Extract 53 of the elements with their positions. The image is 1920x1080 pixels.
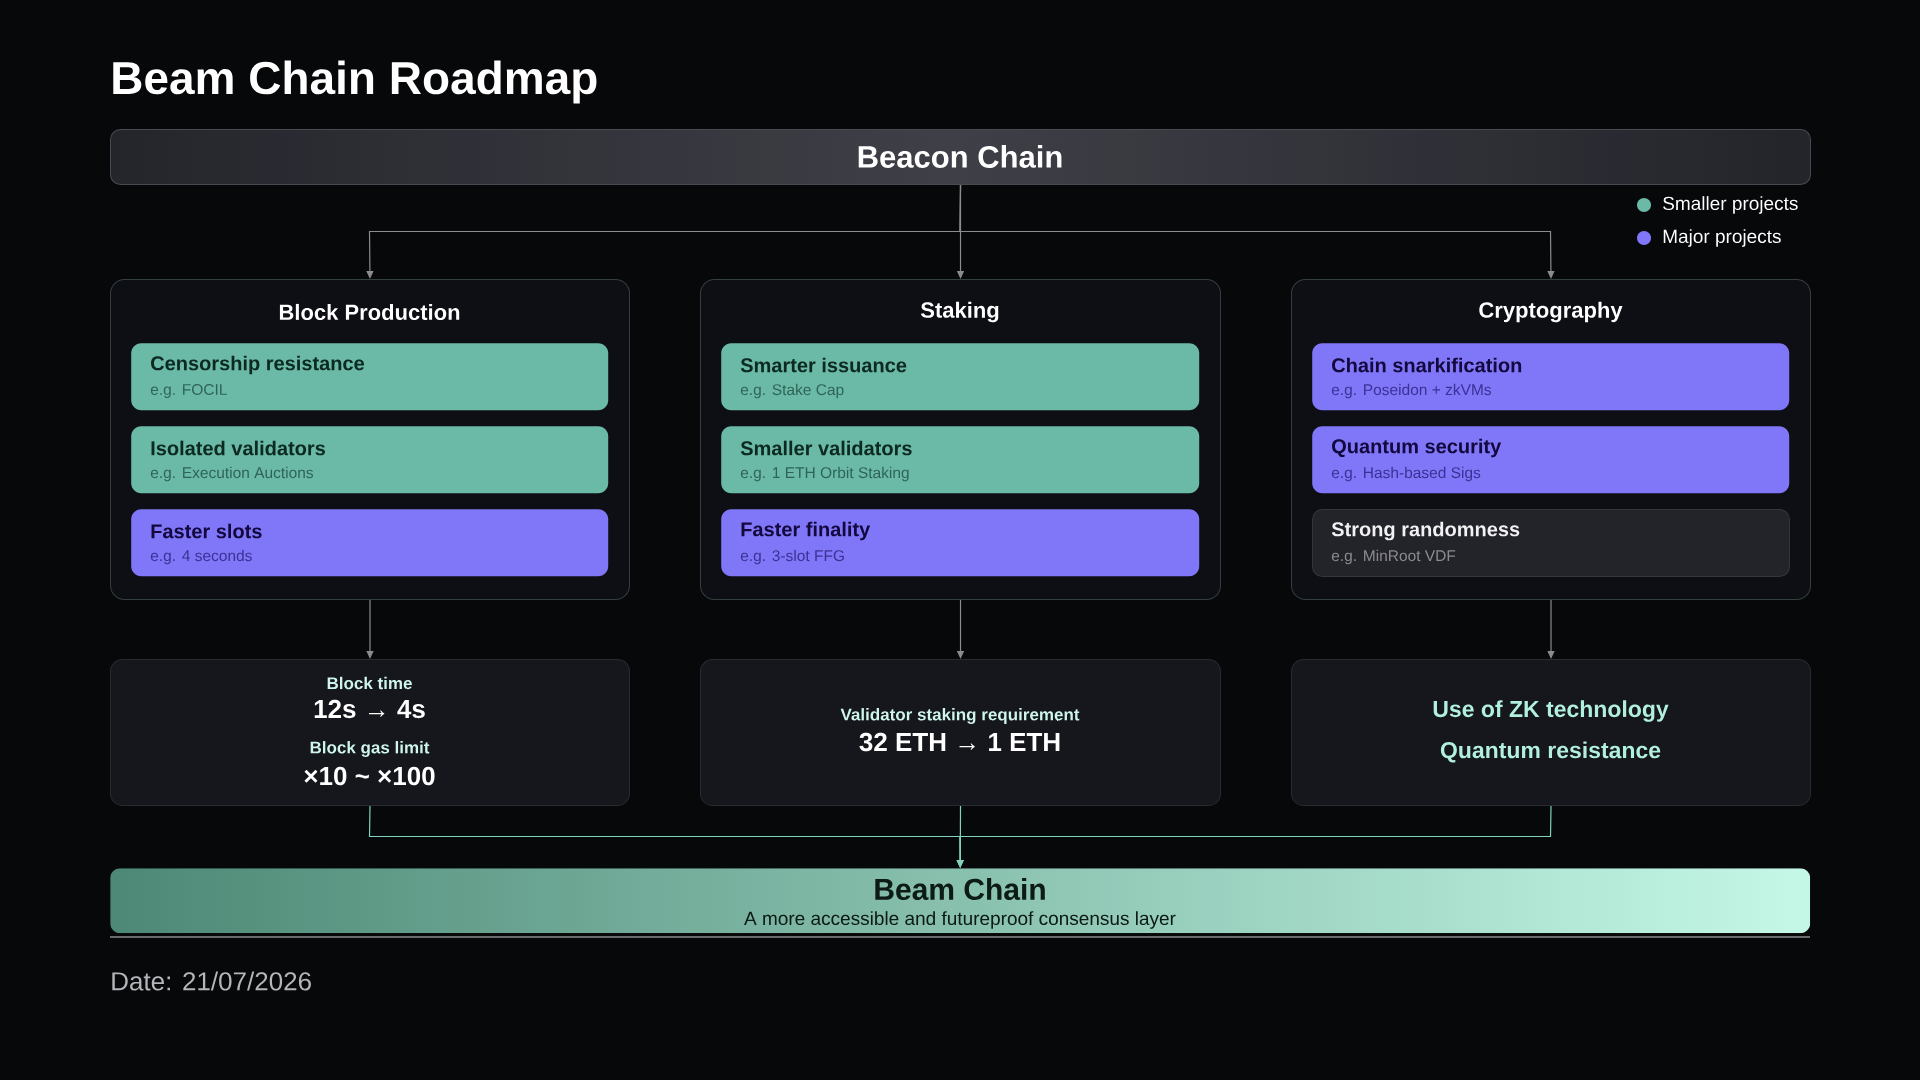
header-bar: [110, 129, 1811, 185]
result-heading: Quantum resistance: [1440, 741, 1661, 763]
card-example: e.g. Poseidon + zkVMs: [1331, 383, 1492, 399]
date-note: Date: 21/07/2026: [112, 971, 311, 991]
project-card: [1312, 426, 1790, 494]
result-value: 12s → 4s: [314, 699, 425, 719]
result-panel: [700, 659, 1221, 806]
card-example: e.g. Execution Auctions: [150, 466, 314, 482]
legend-label: Smaller projects: [1663, 196, 1798, 214]
project-card: [131, 426, 609, 494]
card-example: e.g. Stake Cap: [740, 383, 844, 399]
result-panel: [110, 659, 630, 806]
card-example: e.g. 3-slot FFG: [740, 549, 844, 565]
group-title: Staking: [920, 301, 999, 323]
result-label: Validator staking requirement: [840, 708, 1080, 724]
card-title: Smarter issuance: [740, 357, 907, 373]
project-card: [131, 509, 609, 577]
project-card: [721, 426, 1200, 494]
project-card: [1312, 509, 1790, 577]
result-value: 32 ETH → 1 ETH: [859, 732, 1060, 752]
arrow: [959, 184, 1555, 279]
group-title: Block Production: [279, 303, 460, 321]
result-heading: Use of ZK technology: [1433, 700, 1669, 722]
card-title: Chain snarkification: [1332, 357, 1522, 373]
arrow: [1547, 599, 1555, 659]
result-label: Block time: [327, 676, 412, 690]
card-example: e.g. 1 ETH Orbit Staking: [740, 466, 909, 482]
result-value: ×10 ~ ×100: [304, 766, 435, 786]
legend-label: Major projects: [1663, 229, 1781, 247]
card-example: e.g. Hash-based Sigs: [1331, 466, 1481, 482]
project-card: [721, 343, 1200, 411]
card-example: e.g. FOCIL: [150, 384, 227, 399]
card-example: e.g. MinRoot VDF: [1331, 549, 1456, 565]
card-title: Censorship resistance: [151, 355, 365, 375]
bar-subtitle: A more accessible and futureproof consensus layer: [744, 911, 1176, 929]
card-title: Strong randomness: [1331, 521, 1520, 541]
card-title: Faster finality: [741, 521, 871, 541]
project-card: [131, 343, 609, 411]
title: Beam Chain Roadmap: [113, 60, 597, 104]
result-label: Block gas limit: [310, 741, 430, 757]
result-panel: [1291, 659, 1811, 806]
bar-title: Beacon Chain: [858, 145, 1062, 168]
arrow: [956, 805, 1552, 868]
project-card: [721, 509, 1200, 577]
card-title: Smaller validators: [740, 440, 912, 456]
project-card: [1312, 343, 1790, 411]
card-title: Quantum security: [1332, 438, 1502, 458]
card-title: Faster slots: [151, 523, 262, 539]
card-example: e.g. 4 seconds: [150, 549, 252, 565]
card-title: Isolated validators: [151, 440, 325, 456]
group-title: Cryptography: [1479, 301, 1623, 323]
bar-title: Beam Chain: [875, 878, 1045, 901]
arrow: [366, 599, 374, 659]
